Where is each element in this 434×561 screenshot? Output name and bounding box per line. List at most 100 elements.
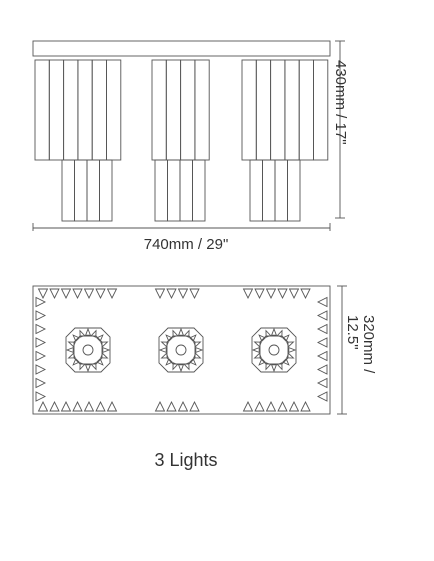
- crystal-rod-short: [192, 159, 206, 222]
- caption: 3 Lights: [154, 450, 218, 470]
- fixture-prism: [258, 357, 267, 366]
- fixture-prism: [183, 362, 190, 371]
- fixture-inner-octagon: [166, 335, 196, 365]
- crystal-rod-short: [86, 159, 100, 222]
- triangle-mark: [166, 288, 177, 300]
- crystal-rod-short: [167, 159, 181, 222]
- triangle-mark: [242, 400, 254, 412]
- fixture-prism: [183, 329, 190, 338]
- triangle-mark: [316, 337, 328, 348]
- height-dimension-label: 430mm / 17": [332, 60, 349, 145]
- plan-view: [32, 285, 347, 415]
- fixture-prism: [172, 329, 179, 338]
- light-fixtures: [65, 327, 297, 373]
- fixture-prism: [95, 334, 104, 343]
- triangle-mark: [316, 364, 328, 375]
- triangle-mark: [316, 310, 328, 321]
- crystal-rod-long: [194, 59, 210, 161]
- fixture-prism: [281, 334, 290, 343]
- crystal-rod-short: [179, 159, 193, 222]
- fixture-prism: [288, 346, 297, 354]
- fixture-prism: [100, 341, 109, 348]
- triangle-mark: [35, 296, 47, 308]
- triangle-mark: [95, 400, 106, 412]
- triangle-mark: [316, 323, 328, 335]
- fixture-prism: [270, 364, 278, 373]
- triangle-mark: [288, 288, 300, 300]
- triangle-mark: [288, 400, 300, 412]
- fixture-prism: [265, 362, 272, 371]
- crystal-rod-long: [165, 59, 182, 161]
- triangle-mark: [189, 288, 200, 300]
- depth-dimension-label-line2: 12.5": [344, 315, 361, 350]
- triangle-mark: [154, 288, 166, 300]
- fixture-prism: [265, 329, 272, 338]
- triangle-mark: [72, 400, 83, 412]
- triangle-mark: [106, 288, 118, 300]
- triangle-mark: [242, 288, 254, 300]
- crystal-rod-short: [61, 159, 75, 222]
- fixture-prism: [102, 346, 111, 354]
- triangle-mark: [177, 288, 189, 300]
- triangle-mark: [254, 400, 265, 412]
- fixture-prism: [286, 341, 295, 348]
- crystal-groups: [34, 59, 329, 222]
- crystal-rod-long: [106, 59, 122, 161]
- crystal-rod-short: [262, 159, 276, 222]
- triangle-mark: [277, 288, 288, 300]
- fixture-center: [175, 344, 187, 356]
- fixture-prism: [72, 357, 81, 366]
- triangle-mark: [106, 400, 118, 412]
- crystal-rod-long: [34, 59, 50, 161]
- fixture-prism: [188, 334, 197, 343]
- triangle-mark: [265, 400, 277, 412]
- triangle-mark: [300, 288, 311, 300]
- fixture-prism: [276, 329, 283, 338]
- triangle-mark: [35, 323, 47, 335]
- fixture-prism: [95, 357, 104, 366]
- fixture-prism: [270, 327, 278, 336]
- fixture-octagon: [65, 327, 111, 373]
- crystal-rod-long: [151, 59, 167, 161]
- crystal-rod-long: [63, 59, 79, 161]
- fixture-prism: [158, 346, 167, 354]
- triangle-mark: [177, 400, 189, 412]
- fixture-prism: [172, 362, 179, 371]
- base-plate: [32, 285, 331, 415]
- depth-dimension-label-line1: 320mm /: [360, 315, 377, 374]
- crystal-rod-long: [313, 59, 329, 161]
- fixture-octagon: [158, 327, 204, 373]
- triangle-mark: [83, 400, 95, 412]
- triangle-border: [35, 288, 328, 412]
- fixture-center: [82, 344, 94, 356]
- light-fixture: [251, 327, 297, 373]
- fixture-prism: [165, 357, 174, 366]
- light-fixture: [65, 327, 111, 373]
- crystal-rod-short: [74, 159, 88, 222]
- crystal-rod-short: [249, 159, 263, 222]
- triangle-mark: [300, 400, 311, 412]
- fixture-prism: [177, 364, 185, 373]
- fixture-prism: [253, 341, 262, 348]
- fixture-prism: [281, 357, 290, 366]
- fixture-prism: [90, 329, 97, 338]
- triangle-mark: [35, 350, 47, 362]
- crystal-rod-long: [48, 59, 65, 161]
- triangle-mark: [189, 400, 200, 412]
- crystal-rod-long: [270, 59, 286, 161]
- crystal-rod-short: [154, 159, 168, 222]
- fixture-prism: [65, 346, 74, 354]
- crystal-rod-long: [77, 59, 93, 161]
- fixture-prism: [165, 334, 174, 343]
- crystal-rod-short: [274, 159, 288, 222]
- crystal-rod-short: [99, 159, 113, 222]
- triangle-mark: [166, 400, 177, 412]
- crystal-rod-long: [298, 59, 314, 161]
- triangle-mark: [265, 288, 277, 300]
- triangle-mark: [60, 288, 72, 300]
- triangle-mark: [37, 288, 49, 300]
- triangle-mark: [49, 400, 60, 412]
- fixture-prism: [195, 346, 204, 354]
- fixture-octagon: [251, 327, 297, 373]
- crystal-rod-long: [255, 59, 272, 161]
